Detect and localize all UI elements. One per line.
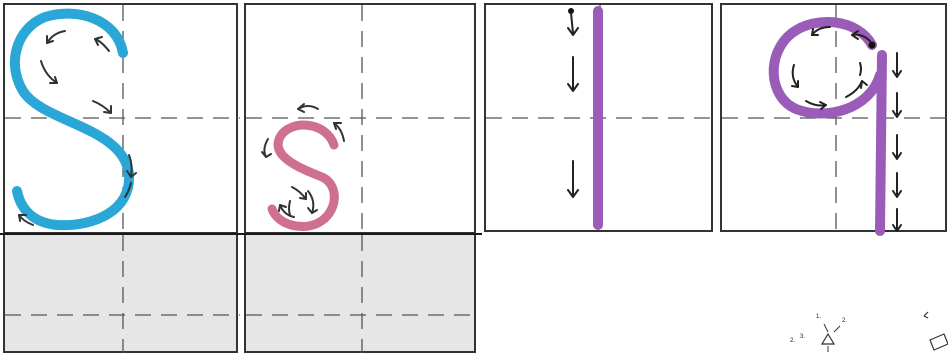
number-label: 2. <box>790 338 795 344</box>
descender-zone-uppercase-s <box>3 235 238 353</box>
descender-zone-lowercase-s <box>244 235 476 353</box>
mini-triangle-icon <box>788 312 868 352</box>
letter-stroke <box>272 125 334 227</box>
letter-panel-uppercase-i <box>484 3 713 232</box>
uppercase-i-drawing <box>486 5 715 234</box>
direction-arrow-icon <box>568 13 578 197</box>
letter-panel-lowercase-q <box>720 3 947 232</box>
pencil-icon <box>918 310 948 352</box>
letter-stroke <box>880 55 882 231</box>
uppercase-s-drawing <box>5 5 240 236</box>
lowercase-q-drawing <box>722 5 949 234</box>
lowercase-s-drawing <box>246 5 478 236</box>
letter-stroke <box>15 14 129 226</box>
letter-panel-lowercase-s <box>244 3 476 234</box>
letter-panel-uppercase-s <box>3 3 238 234</box>
number-label: 3. <box>800 334 805 340</box>
stroke-order-mini-diagram: 1. 2. 2. 3. <box>788 312 868 352</box>
start-dot-icon <box>869 42 876 49</box>
number-label: 2. <box>842 318 847 324</box>
number-label: 1. <box>816 314 821 320</box>
